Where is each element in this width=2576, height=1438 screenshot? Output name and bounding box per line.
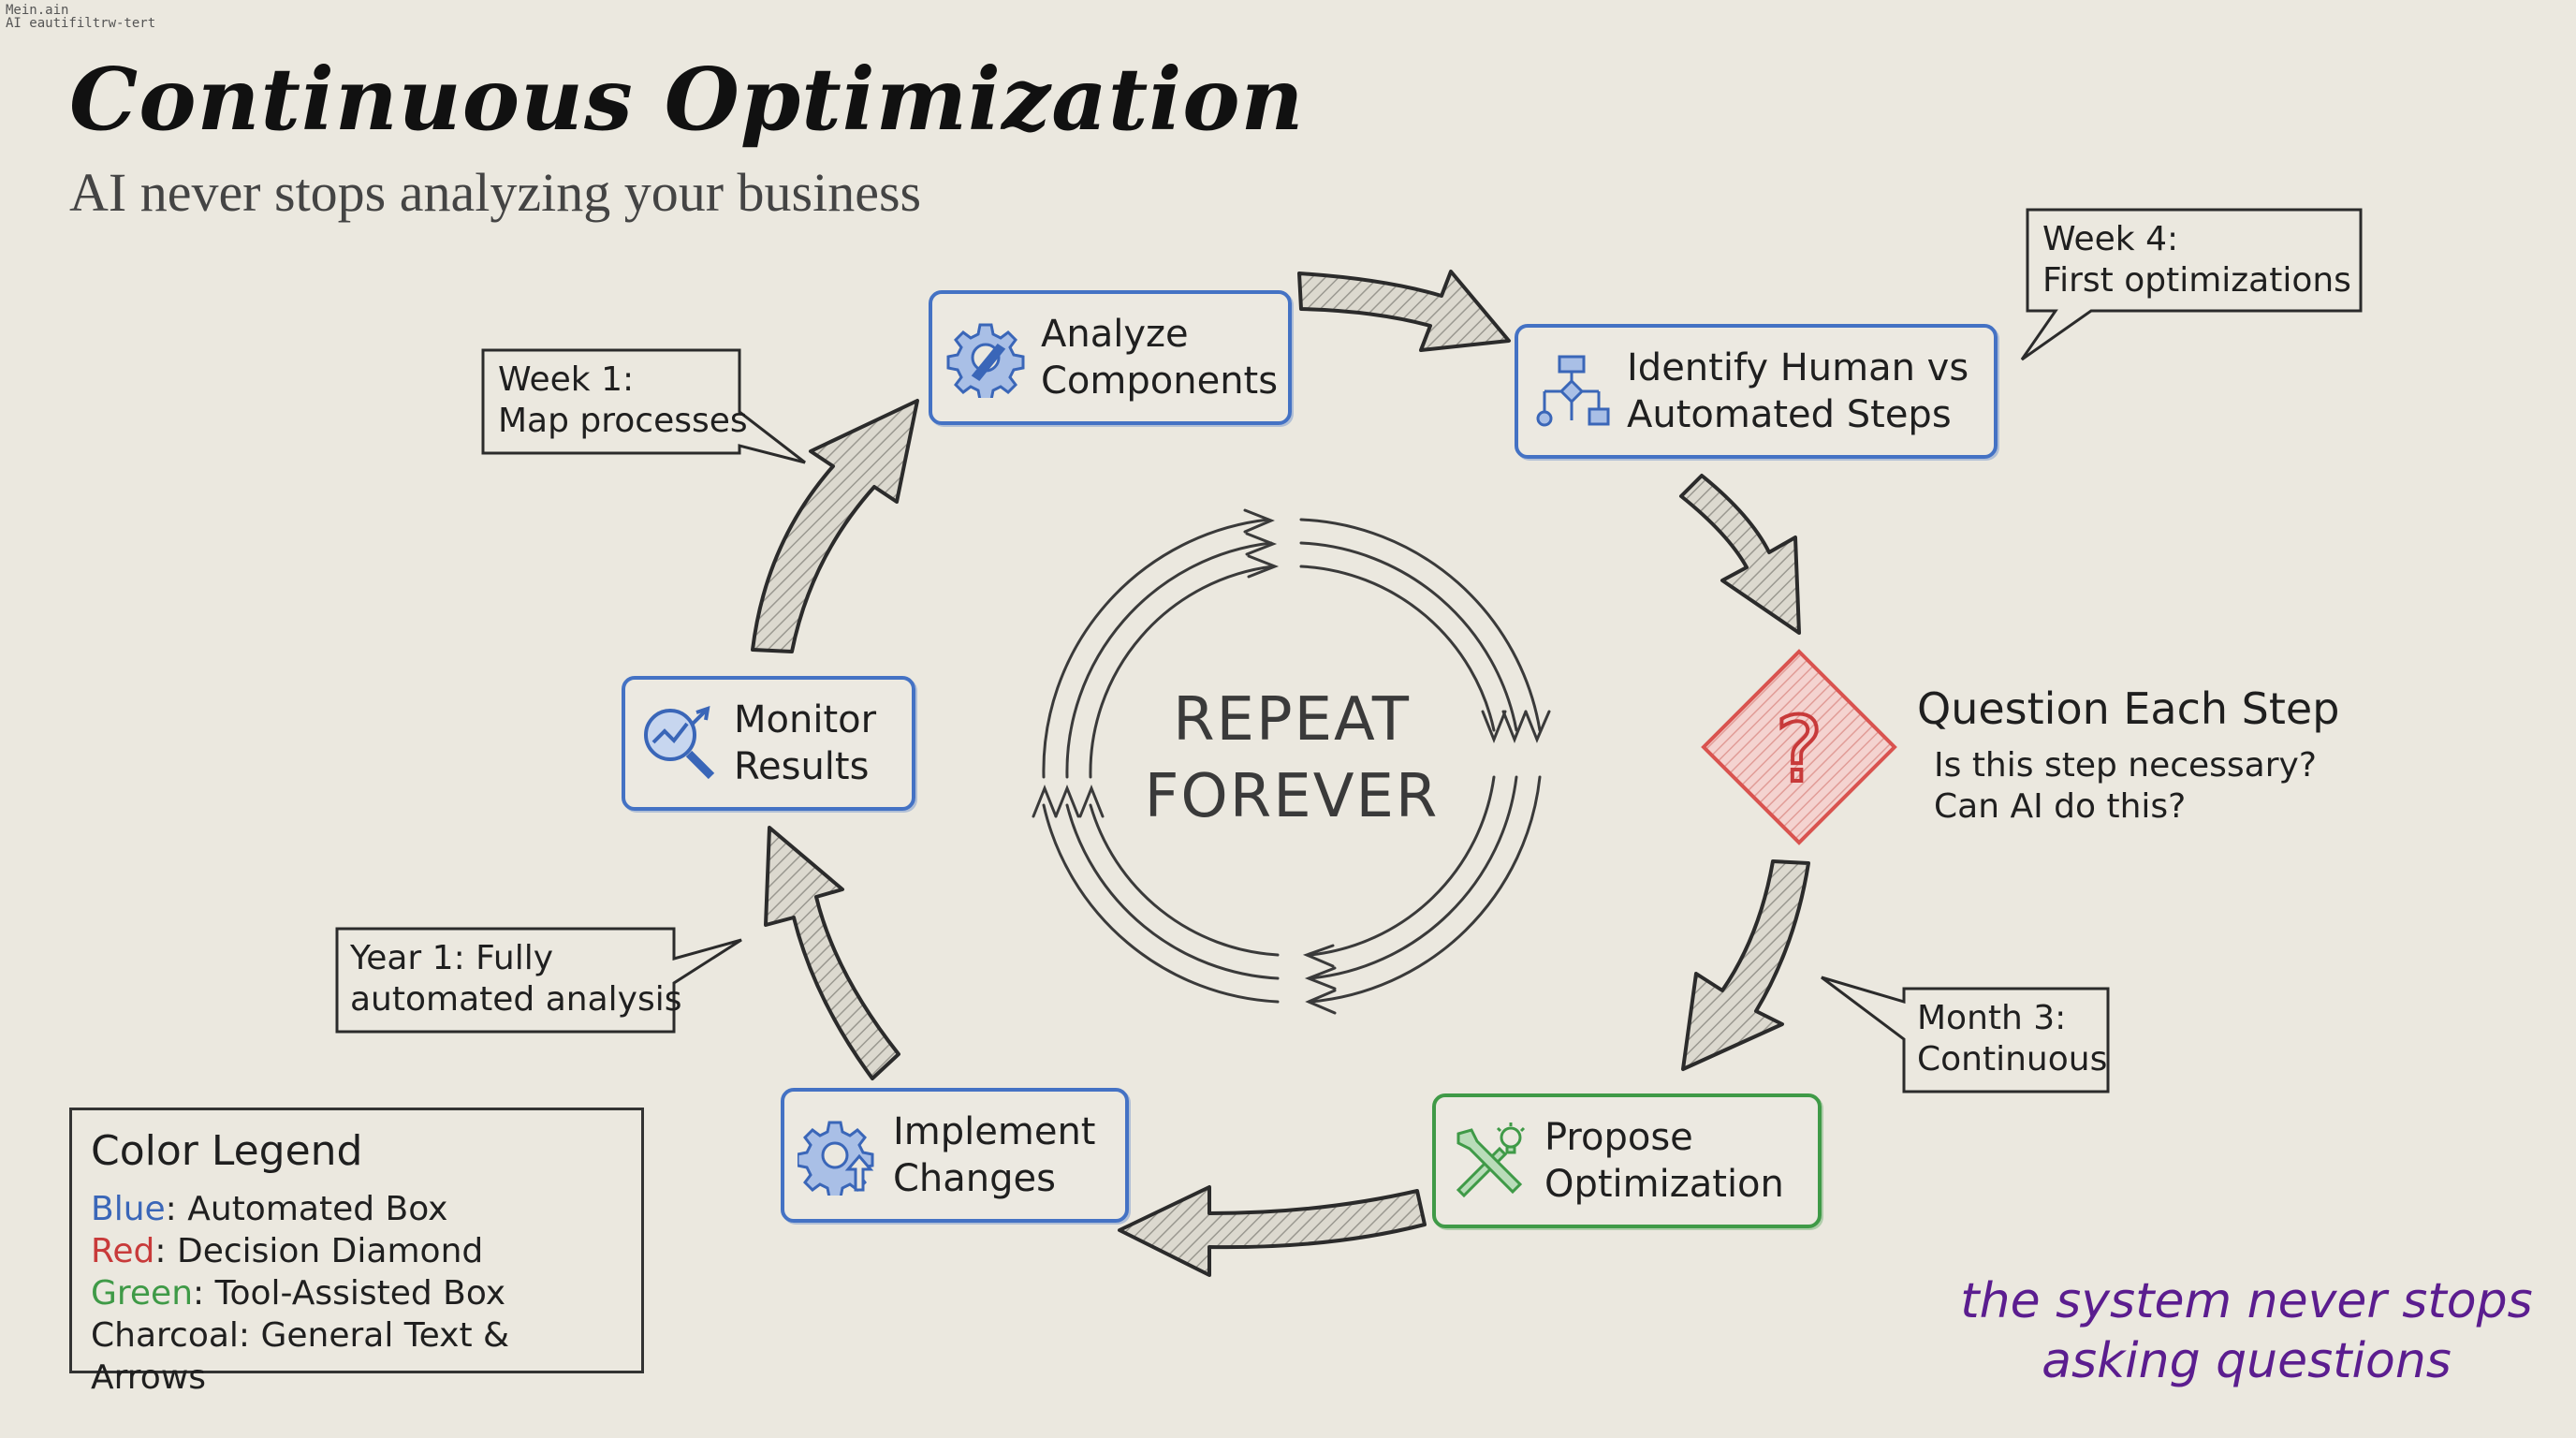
node-analyze-line1: Analyze bbox=[1041, 313, 1189, 356]
node-implement-line1: Implement bbox=[893, 1110, 1096, 1153]
callout-week1: Week 1: Map processes bbox=[498, 360, 748, 442]
center-line1: REPEAT bbox=[1173, 685, 1411, 755]
callout-week1-line2: Map processes bbox=[498, 402, 748, 440]
node-propose-line1: Propose bbox=[1544, 1116, 1693, 1159]
legend-desc-blue: : Automated Box bbox=[165, 1190, 448, 1228]
arrow-monitor-to-analyze bbox=[751, 399, 919, 653]
header-tiny-text: Mein.ain AI eautifiltrw-tert bbox=[6, 3, 156, 31]
callout-month3: Month 3: Continuous bbox=[1917, 998, 2107, 1080]
question-line2: Can AI do this? bbox=[1934, 787, 2187, 826]
callout-year1-box bbox=[335, 927, 742, 1034]
callout-week4-box bbox=[2020, 208, 2363, 361]
callout-month3-line1: Month 3: bbox=[1917, 999, 2067, 1037]
callout-week4: Week 4: First optimizations bbox=[2042, 219, 2351, 301]
node-analyze-components: Analyze Components bbox=[929, 290, 1292, 425]
node-implement-line2: Changes bbox=[893, 1157, 1056, 1200]
legend-row-red: Red: Decision Diamond bbox=[91, 1230, 622, 1272]
callout-week4-line2: First optimizations bbox=[2042, 261, 2351, 300]
flowchart-icon bbox=[1536, 355, 1610, 427]
node-identify-steps: Identify Human vs Automated Steps bbox=[1515, 324, 1998, 459]
question-each-step-subtext: Is this step necessary? Can AI do this? bbox=[1934, 745, 2317, 828]
node-monitor-results: Monitor Results bbox=[622, 676, 915, 811]
magnifier-chart-icon bbox=[644, 706, 715, 780]
node-analyze-line2: Components bbox=[1041, 360, 1279, 403]
legend-desc-red: : Decision Diamond bbox=[154, 1232, 484, 1270]
legend-row-charcoal: Charcoal: General Text & Arrows bbox=[91, 1314, 622, 1399]
arrow-analyze-to-identify bbox=[1297, 270, 1511, 352]
question-each-step-title: Question Each Step bbox=[1917, 683, 2340, 734]
legend-title: Color Legend bbox=[91, 1127, 363, 1175]
arrow-propose-to-implement bbox=[1118, 1185, 1427, 1277]
node-identify-line2: Automated Steps bbox=[1627, 393, 1952, 436]
color-legend: Color Legend Blue: Automated Box Red: De… bbox=[69, 1108, 644, 1397]
center-repeat-forever: REPEAT FOREVER bbox=[1095, 682, 1488, 835]
callout-year1-line2: automated analysis bbox=[350, 980, 682, 1019]
callout-month3-box bbox=[1821, 976, 2110, 1093]
legend-row-green: Green: Tool-Assisted Box bbox=[91, 1272, 622, 1314]
node-propose-optimization: Propose Optimization bbox=[1432, 1093, 1822, 1228]
legend-row-blue: Blue: Automated Box bbox=[91, 1188, 622, 1230]
arrow-implement-to-monitor bbox=[764, 826, 900, 1080]
page-title: Continuous Optimization bbox=[69, 49, 1305, 150]
gear-wrench-icon bbox=[946, 323, 1025, 398]
callout-week4-line1: Week 4: bbox=[2042, 220, 2179, 258]
node-identify-line1: Identify Human vs bbox=[1627, 346, 1969, 389]
legend-key-blue: Blue bbox=[91, 1190, 166, 1228]
gear-upload-icon bbox=[798, 1121, 874, 1196]
page-subtitle: AI never stops analyzing your business bbox=[69, 162, 922, 223]
node-implement-changes: Implement Changes bbox=[781, 1088, 1129, 1223]
legend-desc-charcoal: Charcoal: General Text & Arrows bbox=[91, 1316, 510, 1397]
question-line1: Is this step necessary? bbox=[1934, 746, 2317, 785]
node-propose-line2: Optimization bbox=[1544, 1163, 1784, 1206]
callout-year1: Year 1: Fully automated analysis bbox=[350, 938, 681, 1020]
callout-month3-line2: Continuous bbox=[1917, 1040, 2108, 1078]
node-monitor-line1: Monitor bbox=[734, 698, 877, 741]
arrow-question-to-propose bbox=[1681, 859, 1810, 1071]
closing-tagline: the system never stops asking questions bbox=[1928, 1271, 2565, 1391]
tools-lightbulb-icon bbox=[1456, 1123, 1526, 1198]
callout-week1-line1: Week 1: bbox=[498, 360, 635, 399]
arrow-identify-to-question bbox=[1679, 474, 1801, 635]
legend-key-red: Red bbox=[91, 1232, 155, 1270]
center-circular-arrows bbox=[1032, 508, 1551, 1015]
center-line2: FOREVER bbox=[1144, 762, 1440, 831]
closing-line2: asking questions bbox=[2042, 1333, 2452, 1389]
node-monitor-line2: Results bbox=[734, 745, 870, 788]
question-mark-icon: ? bbox=[1776, 697, 1823, 802]
callout-year1-line1: Year 1: Fully bbox=[350, 939, 554, 977]
decision-diamond: ? bbox=[1701, 649, 1897, 845]
legend-desc-green: : Tool-Assisted Box bbox=[193, 1274, 506, 1313]
closing-line1: the system never stops bbox=[1960, 1273, 2533, 1329]
callout-week1-box bbox=[481, 348, 806, 464]
legend-key-green: Green bbox=[91, 1274, 194, 1313]
